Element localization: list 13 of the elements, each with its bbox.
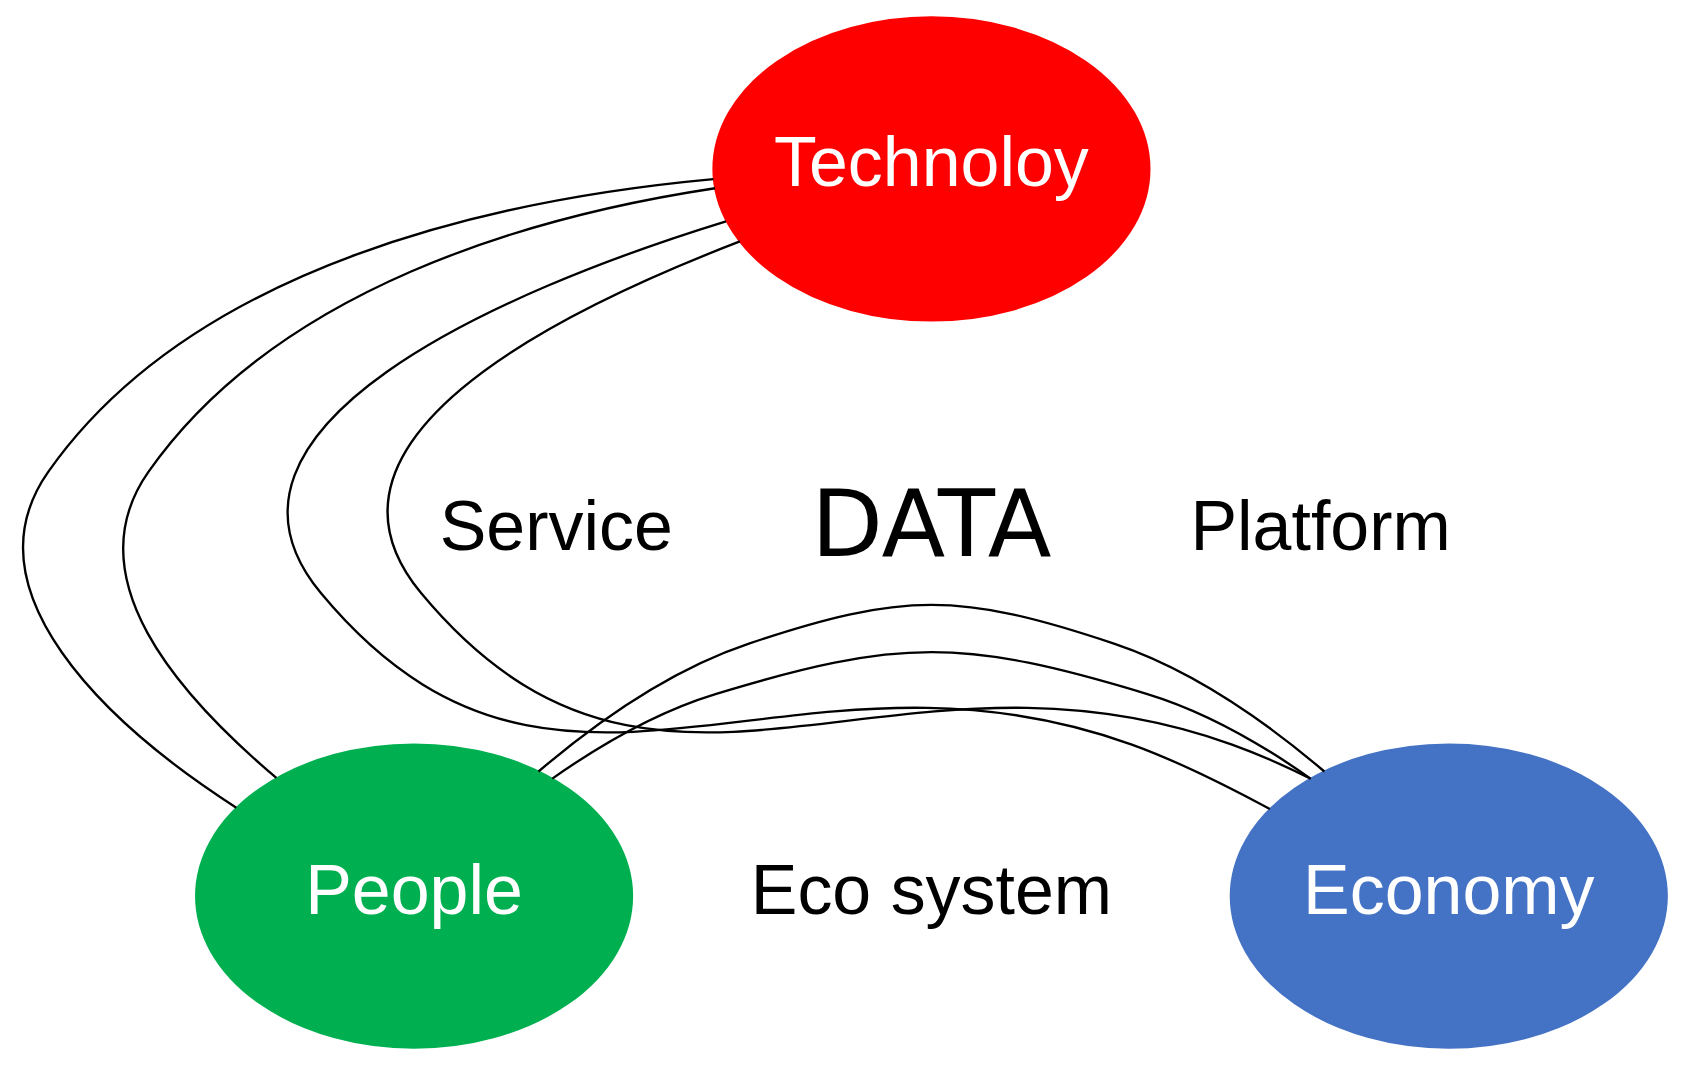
connector [22,177,714,809]
label: DATA [810,468,1051,578]
connector [286,220,1270,810]
node-ellipse: People [194,743,633,1049]
connector [386,240,1311,780]
connector [551,651,1311,780]
connector [537,603,1325,773]
node-ellipse: Technoloy [711,16,1150,322]
connector [121,187,715,779]
label: Eco system [750,850,1112,929]
label: Service [439,486,673,565]
label: Platform [1189,486,1451,565]
node-ellipse: Economy [1229,743,1668,1049]
